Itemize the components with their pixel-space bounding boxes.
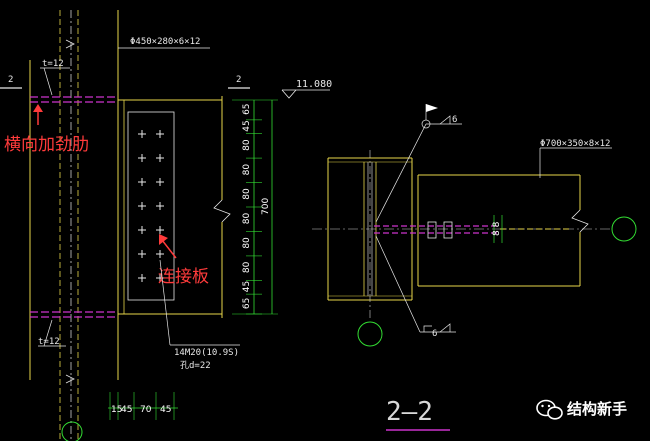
bolt-4-2 xyxy=(156,202,164,210)
section-title-text: 2—2 xyxy=(386,397,433,427)
dim-segment-6: 80 xyxy=(242,213,252,225)
axis-bubble-bottom xyxy=(357,321,383,347)
bolt-5-2 xyxy=(156,226,164,234)
weld-symbol-bottom: 6 xyxy=(375,235,456,339)
column-axis-bubble xyxy=(61,421,83,441)
bolt-1-1 xyxy=(138,130,146,138)
hole-spec: 孔d=22 xyxy=(180,360,211,371)
bolt-3-2 xyxy=(156,178,164,186)
bolt-6-2 xyxy=(156,250,164,258)
beam-stub xyxy=(118,96,231,318)
hdim-4: 45 xyxy=(160,405,171,415)
dim-segment-3: 80 xyxy=(242,139,252,151)
elevation-mark: 11.080 xyxy=(281,79,332,99)
section-2-2 xyxy=(312,150,610,320)
section-mark-right-text: 2 xyxy=(236,75,241,85)
bolt-7-2 xyxy=(156,274,164,282)
vertical-dimensions: 700 65 45 80 80 80 80 80 80 45 65 xyxy=(232,99,278,315)
plate-label: 连接板 xyxy=(158,267,209,287)
section-mark-left: 2 xyxy=(0,75,22,89)
t-label-top: t=12 xyxy=(40,59,70,96)
weld-symbol-top: 6 xyxy=(375,104,462,223)
bolt-3-1 xyxy=(138,178,146,186)
section-mark-right-top: 2 xyxy=(228,75,250,89)
t-top-text: t=12 xyxy=(42,59,64,69)
stiffener-label: 横向加劲肋 xyxy=(4,135,89,155)
stiffener-top xyxy=(30,96,118,103)
bolt-callout: 14M20(10.9S) 孔d=22 xyxy=(159,259,240,371)
beam-right xyxy=(417,174,589,287)
elevation-text: 11.080 xyxy=(296,79,332,90)
dim-segment-10: 65 xyxy=(242,298,252,309)
beam-right-label: Φ700×350×8×12 xyxy=(539,139,612,178)
bolt-2-1 xyxy=(138,154,146,162)
beam-left-text: Φ450×280×6×12 xyxy=(130,37,200,47)
section-title: 2—2 xyxy=(386,397,450,431)
bolt-2-2 xyxy=(156,154,164,162)
dim-segment-2: 45 xyxy=(242,120,252,131)
horizontal-dimensions: 15 45 70 45 xyxy=(108,392,178,420)
side-dim: 8 8 xyxy=(492,221,502,236)
dim-segment-4: 80 xyxy=(242,164,252,176)
watermark: 结构新手 xyxy=(536,399,627,420)
column xyxy=(29,10,119,441)
weld-bottom-text: 6 xyxy=(432,329,437,339)
t-bottom-text: t=12 xyxy=(38,337,60,347)
dim-segment-9: 45 xyxy=(242,281,252,292)
dim-segment-1: 65 xyxy=(242,103,252,114)
bolt-4-1 xyxy=(138,202,146,210)
dim-segment-7: 80 xyxy=(242,237,252,249)
beam-left-label: Φ450×280×6×12 xyxy=(118,37,210,49)
dim-total: 700 xyxy=(261,198,271,215)
dim-segment-5: 80 xyxy=(242,188,252,200)
section-mark-left-text: 2 xyxy=(8,75,13,85)
bolt-spec: 14M20(10.9S) xyxy=(174,348,239,358)
dim-segment-8: 80 xyxy=(242,261,252,273)
watermark-text: 结构新手 xyxy=(567,400,627,418)
stiffener-callout: 横向加劲肋 xyxy=(4,104,89,155)
axis-bubble-right xyxy=(611,216,637,242)
hdim-2: 45 xyxy=(121,405,132,415)
hdim-1: 15 xyxy=(111,405,122,415)
stiffener-bottom xyxy=(30,311,118,318)
plate-callout: 连接板 xyxy=(158,234,209,287)
bolt-7-1 xyxy=(138,274,146,282)
bolt-group xyxy=(138,130,164,282)
bolt-6-1 xyxy=(138,250,146,258)
weld-top-text: 6 xyxy=(452,115,457,125)
connection-side-view: 8 8 xyxy=(374,215,570,243)
bolt-1-2 xyxy=(156,130,164,138)
t-label-bottom: t=12 xyxy=(38,319,66,347)
connection-plate xyxy=(127,111,175,301)
hdim-3: 70 xyxy=(140,405,152,415)
bolt-5-1 xyxy=(138,226,146,234)
wechat-icon xyxy=(536,399,563,420)
beam-right-text: Φ700×350×8×12 xyxy=(540,139,610,149)
